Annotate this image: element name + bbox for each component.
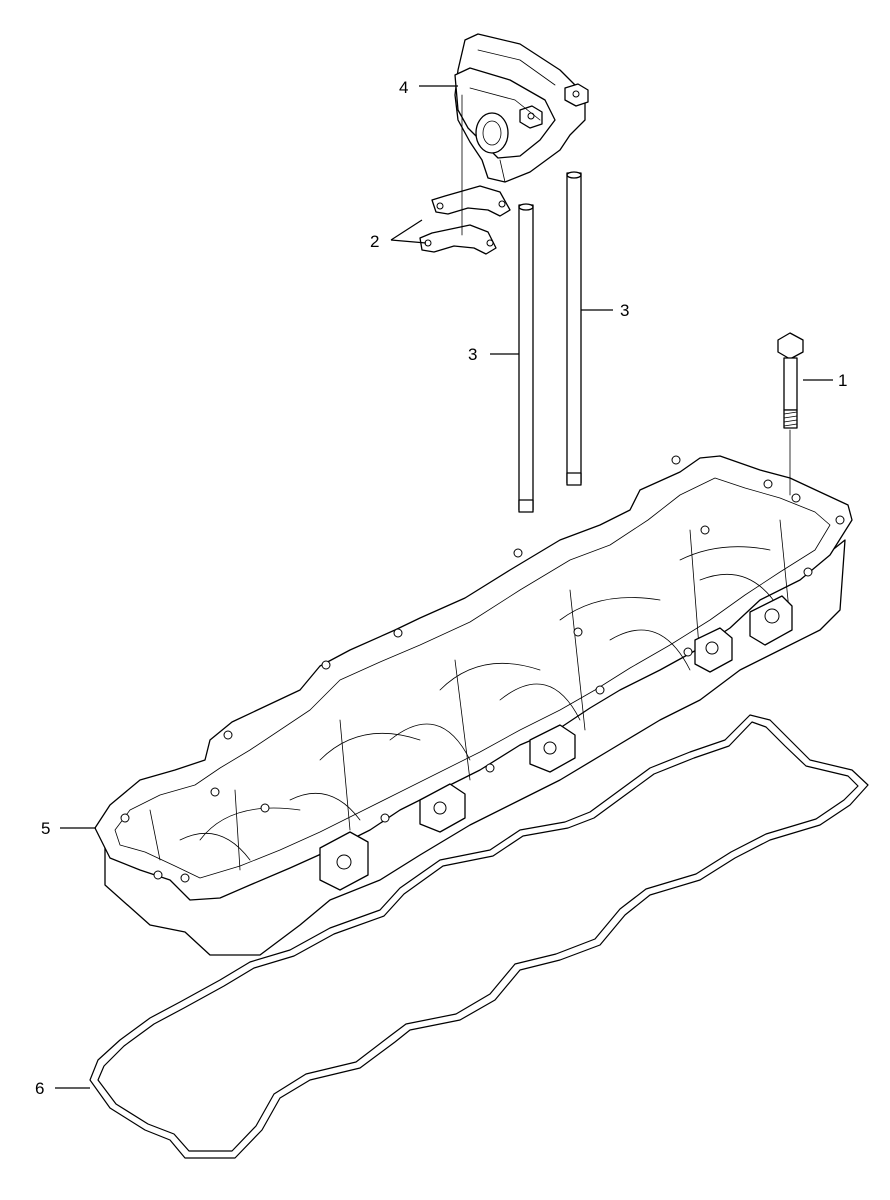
callout-2-label: 2 — [370, 232, 379, 251]
rod-right-part — [566, 171, 582, 486]
callout-6-label: 6 — [35, 1079, 44, 1098]
callout-3-left-label: 3 — [468, 345, 477, 364]
bolt-part — [777, 332, 804, 496]
callout-3-right-label: 3 — [620, 301, 629, 320]
housing-part — [454, 33, 589, 236]
callout-5-label: 5 — [41, 819, 50, 838]
callout-4-label: 4 — [399, 78, 408, 97]
gasket-part — [89, 714, 869, 1159]
callout-1-label: 1 — [838, 371, 847, 390]
leader-lines — [55, 85, 833, 1089]
brackets-part — [419, 185, 511, 255]
valve-cover-part — [94, 455, 853, 956]
rod-left-part — [518, 203, 534, 513]
